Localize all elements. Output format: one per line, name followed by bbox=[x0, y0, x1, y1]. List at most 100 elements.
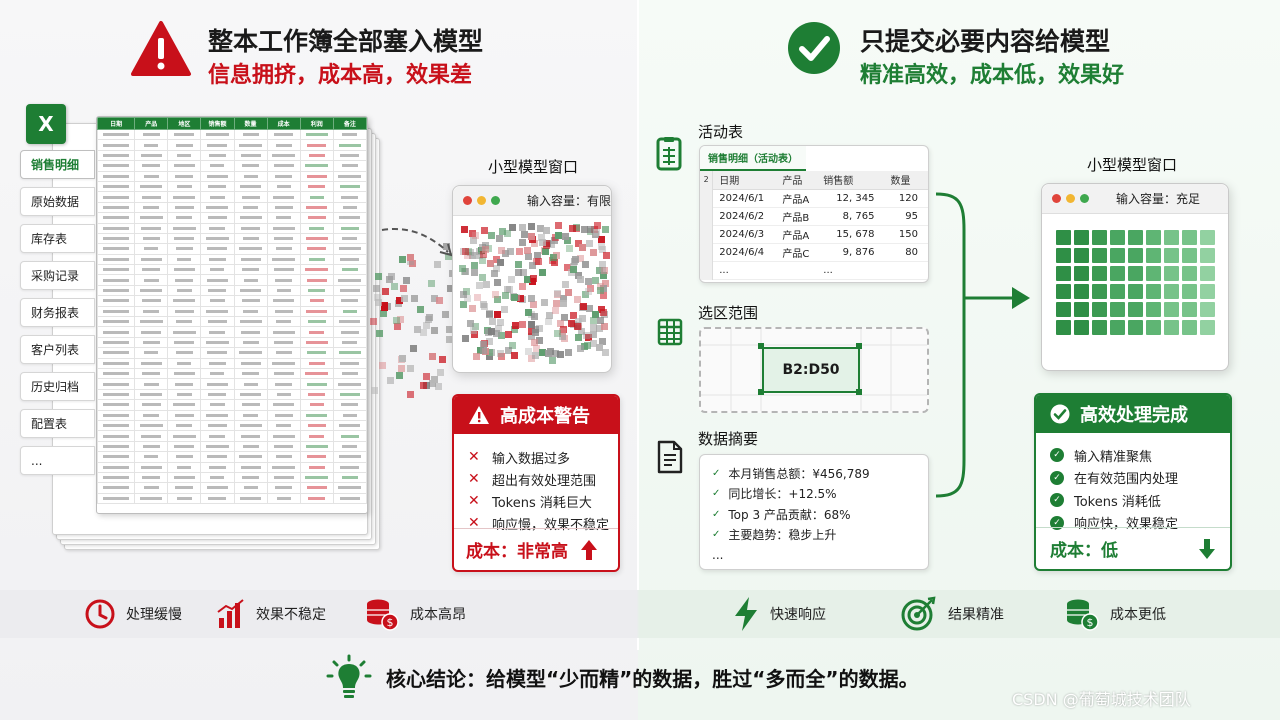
data-particle bbox=[423, 321, 431, 329]
noise-particle bbox=[527, 333, 535, 341]
bar-chart-icon bbox=[217, 599, 244, 628]
summary-list: ✓本月销售总额：¥456,789✓同比增长：+12.5%✓Top 3 产品贡献：… bbox=[700, 455, 928, 566]
noise-particle bbox=[486, 348, 494, 356]
noise-particle bbox=[508, 275, 516, 283]
range-handle[interactable] bbox=[758, 343, 764, 349]
sheet-tab[interactable]: 原始数据 bbox=[20, 187, 95, 216]
noise-particle bbox=[472, 323, 480, 330]
data-particle bbox=[370, 318, 378, 326]
check-circle-small-icon: ✓ bbox=[1050, 493, 1064, 508]
sheet-tab[interactable]: 库存表 bbox=[20, 224, 95, 253]
range-handle[interactable] bbox=[856, 389, 862, 395]
close-dot-icon[interactable] bbox=[463, 196, 472, 205]
sheet-tab[interactable]: 采购记录 bbox=[20, 261, 95, 290]
data-particle bbox=[376, 330, 384, 338]
center-divider bbox=[637, 0, 639, 650]
range-handle[interactable] bbox=[856, 343, 862, 349]
data-particle bbox=[370, 387, 378, 395]
noise-particle bbox=[493, 295, 501, 303]
range-label: 选区范围 bbox=[698, 304, 759, 322]
warning-item: ✕超出有效处理范围 bbox=[468, 471, 597, 489]
data-block bbox=[1110, 302, 1125, 317]
sheet-tab[interactable]: 配置表 bbox=[20, 409, 95, 438]
sheet-tab[interactable]: 销售明细 bbox=[20, 150, 95, 179]
check-circle-small-icon: ✓ bbox=[1050, 448, 1064, 463]
data-particle bbox=[438, 355, 446, 363]
check-circle-small-icon: ✓ bbox=[1050, 515, 1064, 530]
mini-table-row bbox=[97, 409, 367, 421]
warning-header: 高成本警告 bbox=[454, 396, 618, 434]
noise-particle bbox=[537, 234, 545, 242]
data-block bbox=[1128, 302, 1143, 317]
noise-particle bbox=[482, 245, 490, 253]
sheet-tab[interactable]: 历史归档 bbox=[20, 372, 95, 401]
maximize-dot-icon[interactable] bbox=[491, 196, 500, 205]
minimize-dot-icon[interactable] bbox=[477, 196, 486, 205]
mini-table-row bbox=[97, 326, 367, 338]
noise-particle bbox=[478, 274, 486, 282]
coin-stack-icon: $ bbox=[1067, 599, 1099, 631]
selected-range[interactable]: B2:D50 bbox=[762, 347, 860, 393]
noise-particle bbox=[527, 355, 535, 363]
mini-table-row bbox=[97, 399, 367, 411]
noise-particle bbox=[498, 352, 506, 360]
data-particle bbox=[399, 255, 407, 263]
data-particle bbox=[429, 353, 437, 361]
data-block bbox=[1200, 302, 1215, 317]
mini-table-row bbox=[97, 264, 367, 276]
noise-particle bbox=[577, 255, 585, 263]
noise-particle bbox=[564, 348, 572, 356]
check-circle-small-icon: ✓ bbox=[1050, 470, 1064, 485]
noise-particle bbox=[574, 322, 582, 330]
done-header: 高效处理完成 bbox=[1036, 395, 1230, 433]
minimize-dot-icon[interactable] bbox=[1066, 194, 1075, 203]
noise-particle bbox=[542, 248, 550, 256]
noise-particle bbox=[530, 313, 538, 321]
data-block bbox=[1056, 284, 1071, 299]
maximize-dot-icon[interactable] bbox=[1080, 194, 1089, 203]
noise-particle bbox=[589, 248, 597, 256]
range-handle[interactable] bbox=[758, 389, 764, 395]
mini-table-row bbox=[97, 139, 367, 151]
data-block bbox=[1074, 230, 1089, 245]
spreadsheet-icon bbox=[655, 136, 683, 176]
warning-cost: 成本：非常高 bbox=[454, 528, 618, 570]
noise-particle bbox=[529, 274, 537, 282]
sheet-tab[interactable]: 财务报表 bbox=[20, 298, 95, 327]
data-particle bbox=[385, 275, 393, 283]
data-block bbox=[1146, 248, 1161, 263]
mini-table-row bbox=[97, 201, 367, 214]
data-particle bbox=[406, 253, 414, 261]
sheet-tab[interactable]: 客户列表 bbox=[20, 335, 95, 364]
mini-table-row bbox=[97, 430, 367, 442]
x-mark-icon: ✕ bbox=[468, 471, 480, 487]
data-particle bbox=[374, 294, 382, 302]
noise-particle bbox=[559, 333, 567, 341]
noise-particle bbox=[531, 240, 539, 248]
done-item: ✓响应快，效果稳定 bbox=[1050, 512, 1230, 535]
close-dot-icon[interactable] bbox=[1052, 194, 1061, 203]
noise-particle bbox=[530, 300, 538, 308]
noise-particle bbox=[459, 300, 467, 308]
left-subtitle: 信息拥挤，成本高，效果差 bbox=[208, 63, 473, 88]
grid-table-icon bbox=[657, 318, 683, 350]
row-number-gutter: 2 bbox=[700, 171, 714, 280]
data-block bbox=[1200, 266, 1215, 281]
arrow-up-icon bbox=[581, 539, 597, 560]
noise-particle bbox=[492, 291, 500, 299]
active-sheet-tab[interactable]: 销售明细（活动表） bbox=[700, 146, 806, 171]
mini-table-row bbox=[97, 388, 367, 401]
data-particle bbox=[437, 369, 445, 377]
sheet-tab[interactable]: ... bbox=[20, 446, 95, 475]
noise-particle bbox=[471, 269, 479, 277]
warning-item: ✕输入数据过多 bbox=[468, 449, 571, 467]
noise-particle bbox=[498, 246, 506, 254]
left-model-window: 输入容量：有限 bbox=[452, 185, 612, 373]
noise-particle bbox=[474, 294, 482, 302]
noise-particle bbox=[471, 262, 478, 270]
noise-particle bbox=[601, 349, 609, 357]
noise-particle bbox=[520, 231, 528, 239]
noise-particle bbox=[500, 306, 508, 314]
noise-particle bbox=[550, 259, 558, 267]
